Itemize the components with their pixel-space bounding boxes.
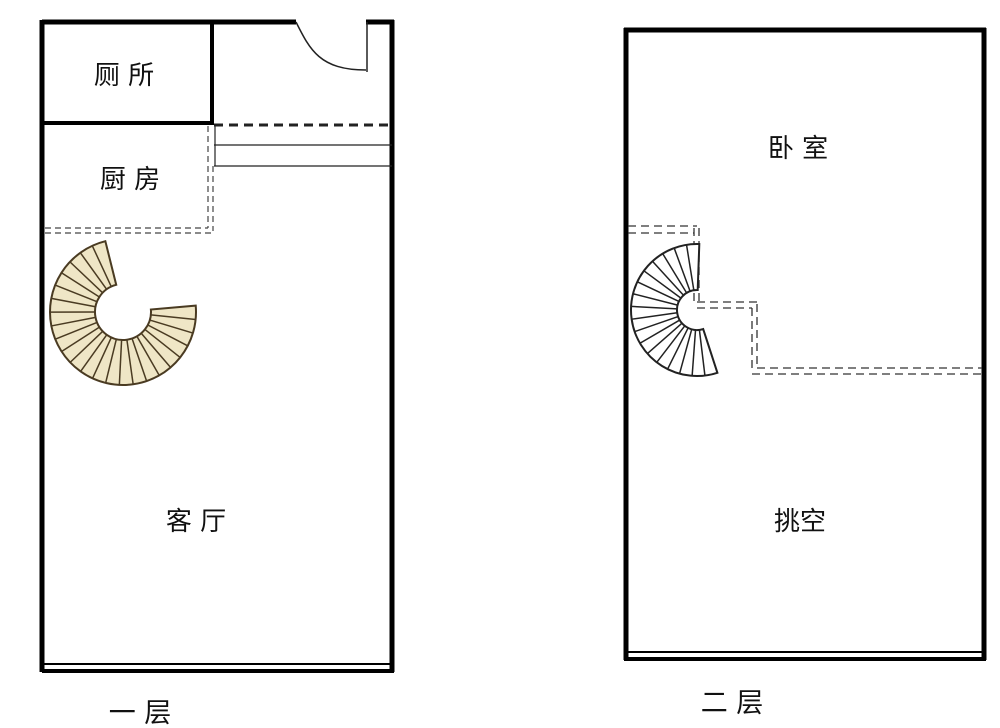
floor1-spiral-staircase: [49, 239, 197, 386]
stair-step: [69, 330, 104, 363]
stair-step: [651, 260, 685, 296]
stair-step: [643, 270, 682, 299]
stair-step: [126, 339, 134, 385]
room-label-bedroom: 卧 室: [768, 134, 828, 164]
floor2-void-dashed-boundary: [628, 225, 982, 375]
stair-step: [656, 325, 686, 363]
stair-step: [69, 261, 104, 294]
stair-step: [666, 327, 689, 370]
stair-step: [136, 335, 160, 376]
stair-step: [61, 326, 100, 353]
room-label-open-void: 挑空: [774, 507, 826, 537]
floor2-spiral-staircase: [630, 243, 719, 377]
stair-step: [131, 338, 148, 382]
stair-step: [639, 319, 681, 344]
stair-step: [691, 329, 697, 376]
stair-step: [685, 244, 695, 291]
floor1-plan: 厕 所 厨 房 客 厅 一 层: [39, 19, 395, 728]
floor2-walls: [623, 27, 987, 661]
stair-step: [118, 339, 123, 385]
stair-step: [678, 329, 693, 374]
stair-step: [54, 321, 98, 340]
stair-step: [150, 314, 196, 321]
stair-step: [79, 252, 108, 290]
floor2-title: 二 层: [701, 688, 764, 719]
stair-step: [698, 329, 706, 376]
stair-step: [632, 293, 678, 306]
stair-step: [144, 328, 181, 359]
room-label-kitchen: 厨 房: [100, 165, 160, 195]
stair-step: [140, 332, 172, 368]
floor1-balcony-lines: [214, 123, 392, 167]
stair-step: [51, 316, 96, 327]
stair-step: [149, 319, 194, 334]
stair-step: [631, 305, 678, 310]
stair-step: [631, 312, 678, 320]
stair-step: [637, 281, 680, 303]
stair-step: [634, 315, 679, 333]
floor1-kitchen-dashed-boundary: [45, 126, 214, 234]
stair-step: [147, 324, 189, 347]
stair-step: [54, 284, 98, 303]
stair-step: [673, 247, 691, 292]
floor2-plan: 卧 室 挑空 二 层: [623, 27, 987, 719]
stair-step: [91, 337, 113, 379]
stair-step: [91, 245, 112, 287]
stair-step: [662, 253, 688, 294]
stair-step: [646, 322, 683, 355]
stair-step: [79, 334, 108, 372]
stair-step: [104, 339, 118, 384]
room-label-toilet: 厕 所: [94, 61, 154, 91]
floor1-door: [295, 21, 368, 72]
floor1-title: 一 层: [109, 698, 172, 728]
stair-step: [51, 297, 96, 308]
room-label-living-room: 客 厅: [166, 507, 226, 537]
stair-step: [61, 272, 100, 298]
floor1-walls: [39, 19, 395, 673]
